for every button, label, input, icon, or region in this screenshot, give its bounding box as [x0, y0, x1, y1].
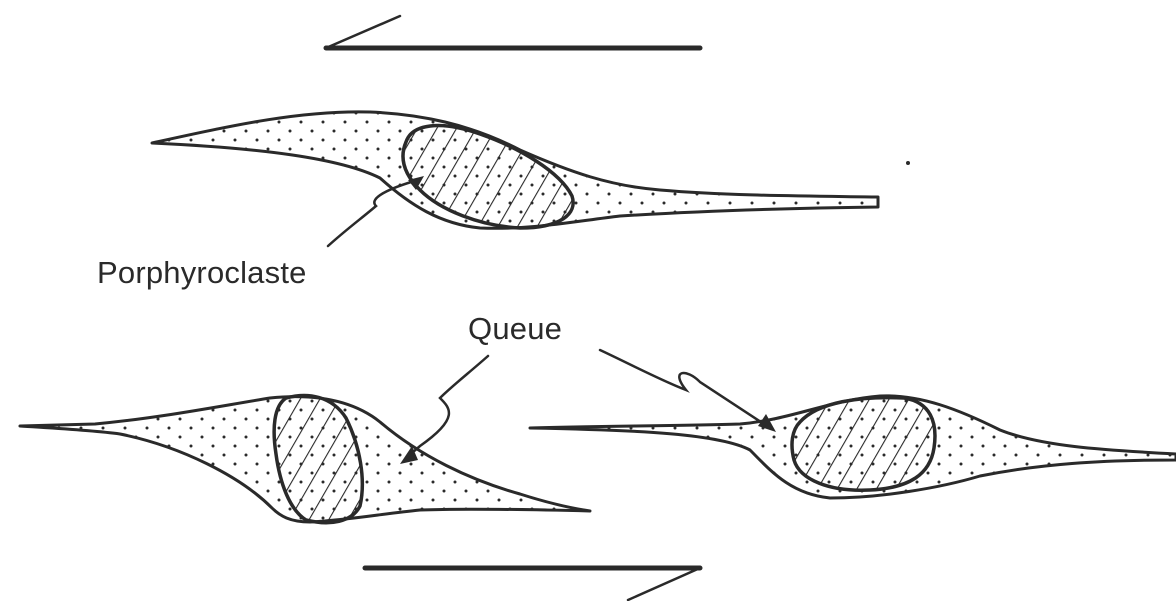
porphyroclast-top — [152, 112, 878, 228]
leader-queue-right — [600, 350, 776, 432]
porphyroclast-bottom-right — [530, 396, 1176, 498]
porphyroclast-bottom-right-core — [792, 398, 935, 491]
bottom-shear-arrow — [365, 568, 700, 600]
speck — [906, 161, 910, 165]
tail-label: Queue — [468, 311, 562, 347]
porphyroclast-bottom-left — [20, 395, 590, 522]
top-shear-arrow — [326, 16, 700, 48]
porphyroclast-label: Porphyroclaste — [97, 255, 307, 291]
